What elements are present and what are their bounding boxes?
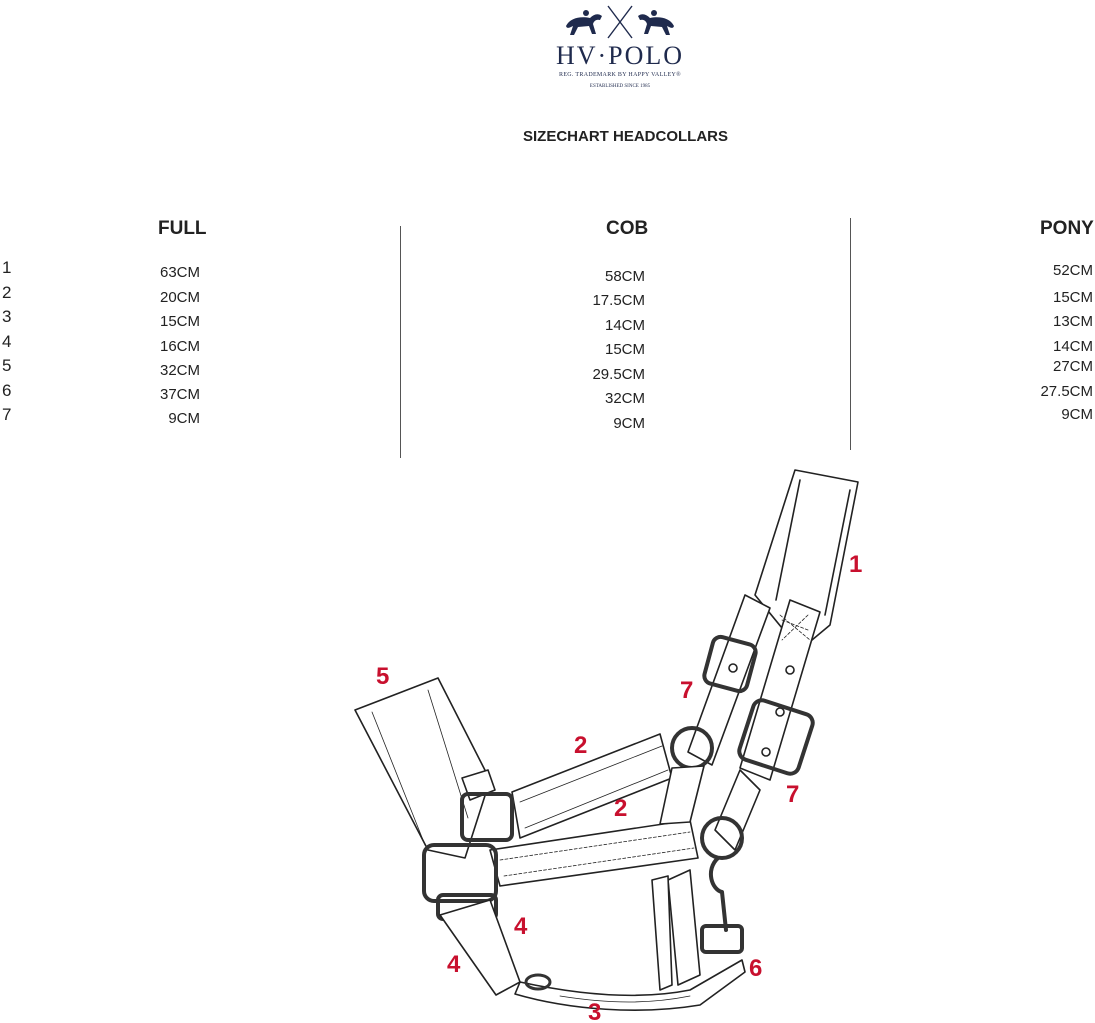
size-value-cob: 15CM [604, 341, 645, 358]
brand-name: HV·POLO [555, 41, 685, 70]
left-buckle-upper [460, 792, 514, 842]
row-number: 1 [2, 258, 12, 277]
size-value-full: 9CM [168, 410, 200, 427]
column-header-pony: PONY [1040, 218, 1094, 239]
size-value-pony: 9CM [1061, 406, 1093, 423]
crown-strap [739, 599, 821, 781]
callout-2-lower: 2 [614, 795, 627, 822]
column-divider [400, 226, 401, 458]
callout-6: 6 [749, 955, 762, 982]
size-value-cob: 17.5CM [592, 292, 645, 309]
left-buckle-lower [422, 843, 498, 903]
cheek-strap-right [687, 594, 771, 766]
page-title: SIZECHART HEADCOLLARS [523, 128, 728, 145]
size-value-pony: 15CM [1052, 289, 1093, 306]
row-number: 2 [2, 283, 12, 302]
size-value-full: 15CM [159, 313, 200, 330]
callout-4-right: 4 [514, 913, 528, 940]
size-value-pony: 52CM [1052, 262, 1093, 279]
row-number: 5 [2, 356, 12, 375]
size-value-cob: 29.5CM [592, 366, 645, 383]
size-value-pony: 13CM [1052, 313, 1093, 330]
noseband-pad-upper [511, 733, 673, 839]
column-divider [850, 218, 851, 450]
callout-3: 3 [588, 999, 601, 1023]
size-value-cob: 32CM [604, 390, 645, 407]
size-value-full: 63CM [159, 264, 200, 281]
row-number: 3 [2, 307, 12, 326]
polo-horses-icon [566, 5, 674, 39]
size-value-cob: 58CM [604, 268, 645, 285]
lead-snap [708, 856, 728, 932]
row-number: 4 [2, 332, 12, 351]
cheek-buckle-right [702, 634, 758, 694]
size-value-pony: 14CM [1052, 338, 1093, 355]
callout-5: 5 [376, 663, 389, 690]
row-number: 6 [2, 381, 12, 400]
right-buckle [737, 698, 815, 776]
brand-registered: REG. TRADEMARK BY HAPPY VALLEY® [559, 72, 681, 78]
row-number: 7 [2, 405, 12, 424]
cheek-strap-left-lower [439, 899, 521, 996]
callout-4-left: 4 [447, 951, 461, 978]
brand-established: ESTABLISHED SINCE 1985 [589, 84, 651, 89]
callout-7-upper: 7 [680, 677, 693, 704]
cheek-pad-left [354, 677, 491, 859]
callout-1: 1 [849, 551, 862, 578]
brand-logo: HV·POLO REG. TRADEMARK BY HAPPY VALLEY® … [520, 4, 720, 89]
size-value-cob: 14CM [604, 317, 645, 334]
column-header-cob: COB [606, 218, 649, 239]
size-value-cob: 9CM [613, 415, 645, 432]
size-value-full: 20CM [159, 289, 200, 306]
throat-ring [700, 816, 744, 860]
size-value-full: 32CM [159, 362, 200, 379]
size-value-pony: 27.5CM [1040, 383, 1093, 400]
callout-2-upper: 2 [574, 732, 587, 759]
chin-ring [524, 973, 552, 991]
callout-7-lower: 7 [786, 781, 799, 808]
size-value-pony: 27CM [1052, 358, 1093, 375]
crown-strap-pad [754, 469, 859, 651]
column-header-full: FULL [158, 218, 207, 239]
size-value-full: 16CM [159, 338, 200, 355]
size-value-full: 37CM [159, 386, 200, 403]
